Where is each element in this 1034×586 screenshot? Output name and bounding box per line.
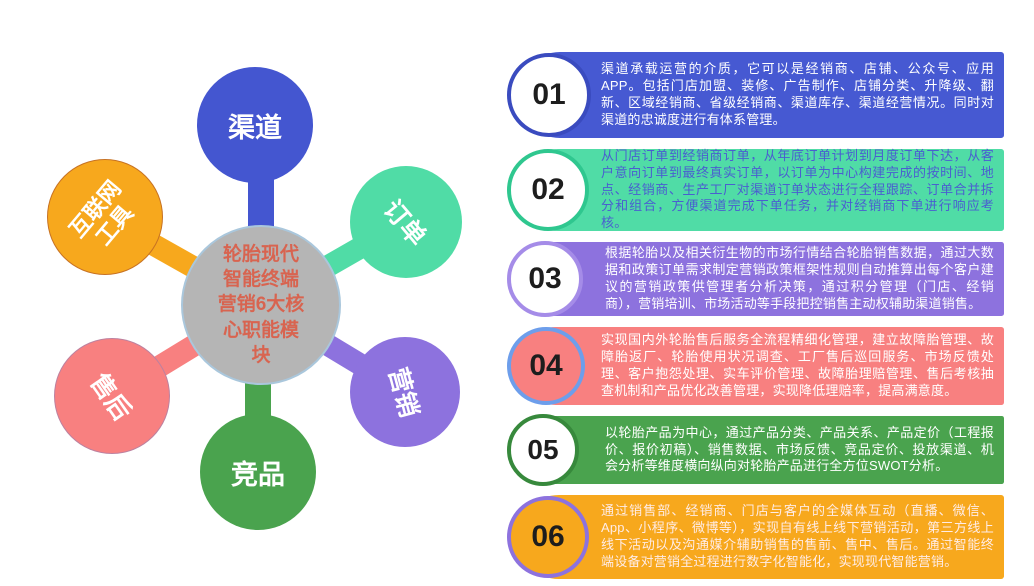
node-order-label: 订单 [377,195,432,252]
node-marketing-label: 营销 [383,364,424,421]
node-order: 订单 [350,166,462,278]
item-03-number-badge: 03 [507,241,583,317]
node-marketing: 营销 [350,337,460,447]
node-aftersales: 售后 [54,338,170,454]
radial-diagram: 渠道 订单 互联网 工具 售后 营销 竞品 轮胎现代 智能终端 营销6大核 心职… [0,0,510,586]
item-02-description: 从门店订单到经销商订单，从年底订单计划到月度订单下达，从客户意向订单到最终真实订… [601,147,994,231]
list-item-06: 通过销售部、经销商、门店与客户的全媒体互动（直播、微信、App、小程序、微博等）… [507,493,1007,581]
node-channel: 渠道 [197,67,313,183]
list-item-02: 从门店订单到经销商订单，从年底订单计划到月度订单下达，从客户意向订单到最终真实订… [507,147,1007,233]
item-06-bar: 通过销售部、经销商、门店与客户的全媒体互动（直播、微信、App、小程序、微博等）… [517,495,1004,579]
item-01-description: 渠道承载运营的介质，它可以是经销商、店铺、公众号、应用APP。包括门店加盟、装修… [601,61,994,127]
list-item-01: 渠道承载运营的介质，它可以是经销商、店铺、公众号、应用APP。包括门店加盟、装修… [507,50,1007,140]
item-01-number-badge: 01 [507,53,591,137]
item-05-description: 以轮胎产品为中心，通过产品分类、产品关系、产品定价（工程报价、报价初稿）、销售数… [605,424,994,474]
item-04-bar: 实现国内外轮胎售后服务全流程精细化管理，建立故障胎管理、故障胎返厂、轮胎使用状况… [517,327,1004,405]
center-node: 轮胎现代 智能终端 营销6大核 心职能模 块 [181,225,341,385]
center-title-line: 心职能模 [222,319,299,341]
center-title: 轮胎现代 智能终端 营销6大核 心职能模 块 [218,242,305,367]
item-03-number: 03 [528,262,562,295]
item-06-number-badge: 06 [507,496,589,578]
center-title-line: 轮胎现代 [222,244,299,266]
item-01-number: 01 [532,78,566,111]
function-list: 渠道承载运营的介质，它可以是经销商、店铺、公众号、应用APP。包括门店加盟、装修… [507,50,1007,586]
item-01-bar: 渠道承载运营的介质，它可以是经销商、店铺、公众号、应用APP。包括门店加盟、装修… [517,52,1004,138]
center-title-line: 智能终端 [222,269,299,291]
node-channel-label: 渠道 [228,112,282,143]
list-item-04: 实现国内外轮胎售后服务全流程精细化管理，建立故障胎管理、故障胎返厂、轮胎使用状况… [507,325,1007,407]
item-02-number: 02 [531,173,565,206]
item-06-number: 06 [531,520,565,553]
list-item-03: 根据轮胎以及相关衍生物的市场行情结合轮胎销售数据，通过大数据和政策订单需求制定营… [507,240,1007,318]
item-06-description: 通过销售部、经销商、门店与客户的全媒体互动（直播、微信、App、小程序、微博等）… [601,503,994,569]
item-02-number-badge: 02 [507,149,589,231]
list-item-05: 以轮胎产品为中心，通过产品分类、产品关系、产品定价（工程报价、报价初稿）、销售数… [507,414,1007,486]
center-title-line: 营销6大核 [217,294,305,316]
node-aftersales-label: 售后 [84,368,137,426]
item-02-bar: 从门店订单到经销商订单，从年底订单计划到月度订单下达，从客户意向订单到最终真实订… [517,148,1004,231]
item-04-number-badge: 04 [507,327,585,405]
item-05-bar: 以轮胎产品为中心，通过产品分类、产品关系、产品定价（工程报价、报价初稿）、销售数… [517,416,1004,484]
node-internet-tools: 互联网 工具 [47,159,163,275]
center-title-line: 块 [251,344,271,366]
item-04-description: 实现国内外轮胎售后服务全流程精细化管理，建立故障胎管理、故障胎返厂、轮胎使用状况… [601,332,994,398]
node-competitor: 竞品 [200,414,316,530]
item-05-number-badge: 05 [507,414,579,486]
item-04-number: 04 [529,349,563,382]
node-internet-tools-label: 互联网 工具 [64,175,145,258]
item-03-bar: 根据轮胎以及相关衍生物的市场行情结合轮胎销售数据，通过大数据和政策订单需求制定营… [517,242,1004,316]
item-03-description: 根据轮胎以及相关衍生物的市场行情结合轮胎销售数据，通过大数据和政策订单需求制定营… [605,245,994,311]
item-05-number: 05 [527,434,559,465]
node-competitor-label: 竞品 [231,459,285,490]
